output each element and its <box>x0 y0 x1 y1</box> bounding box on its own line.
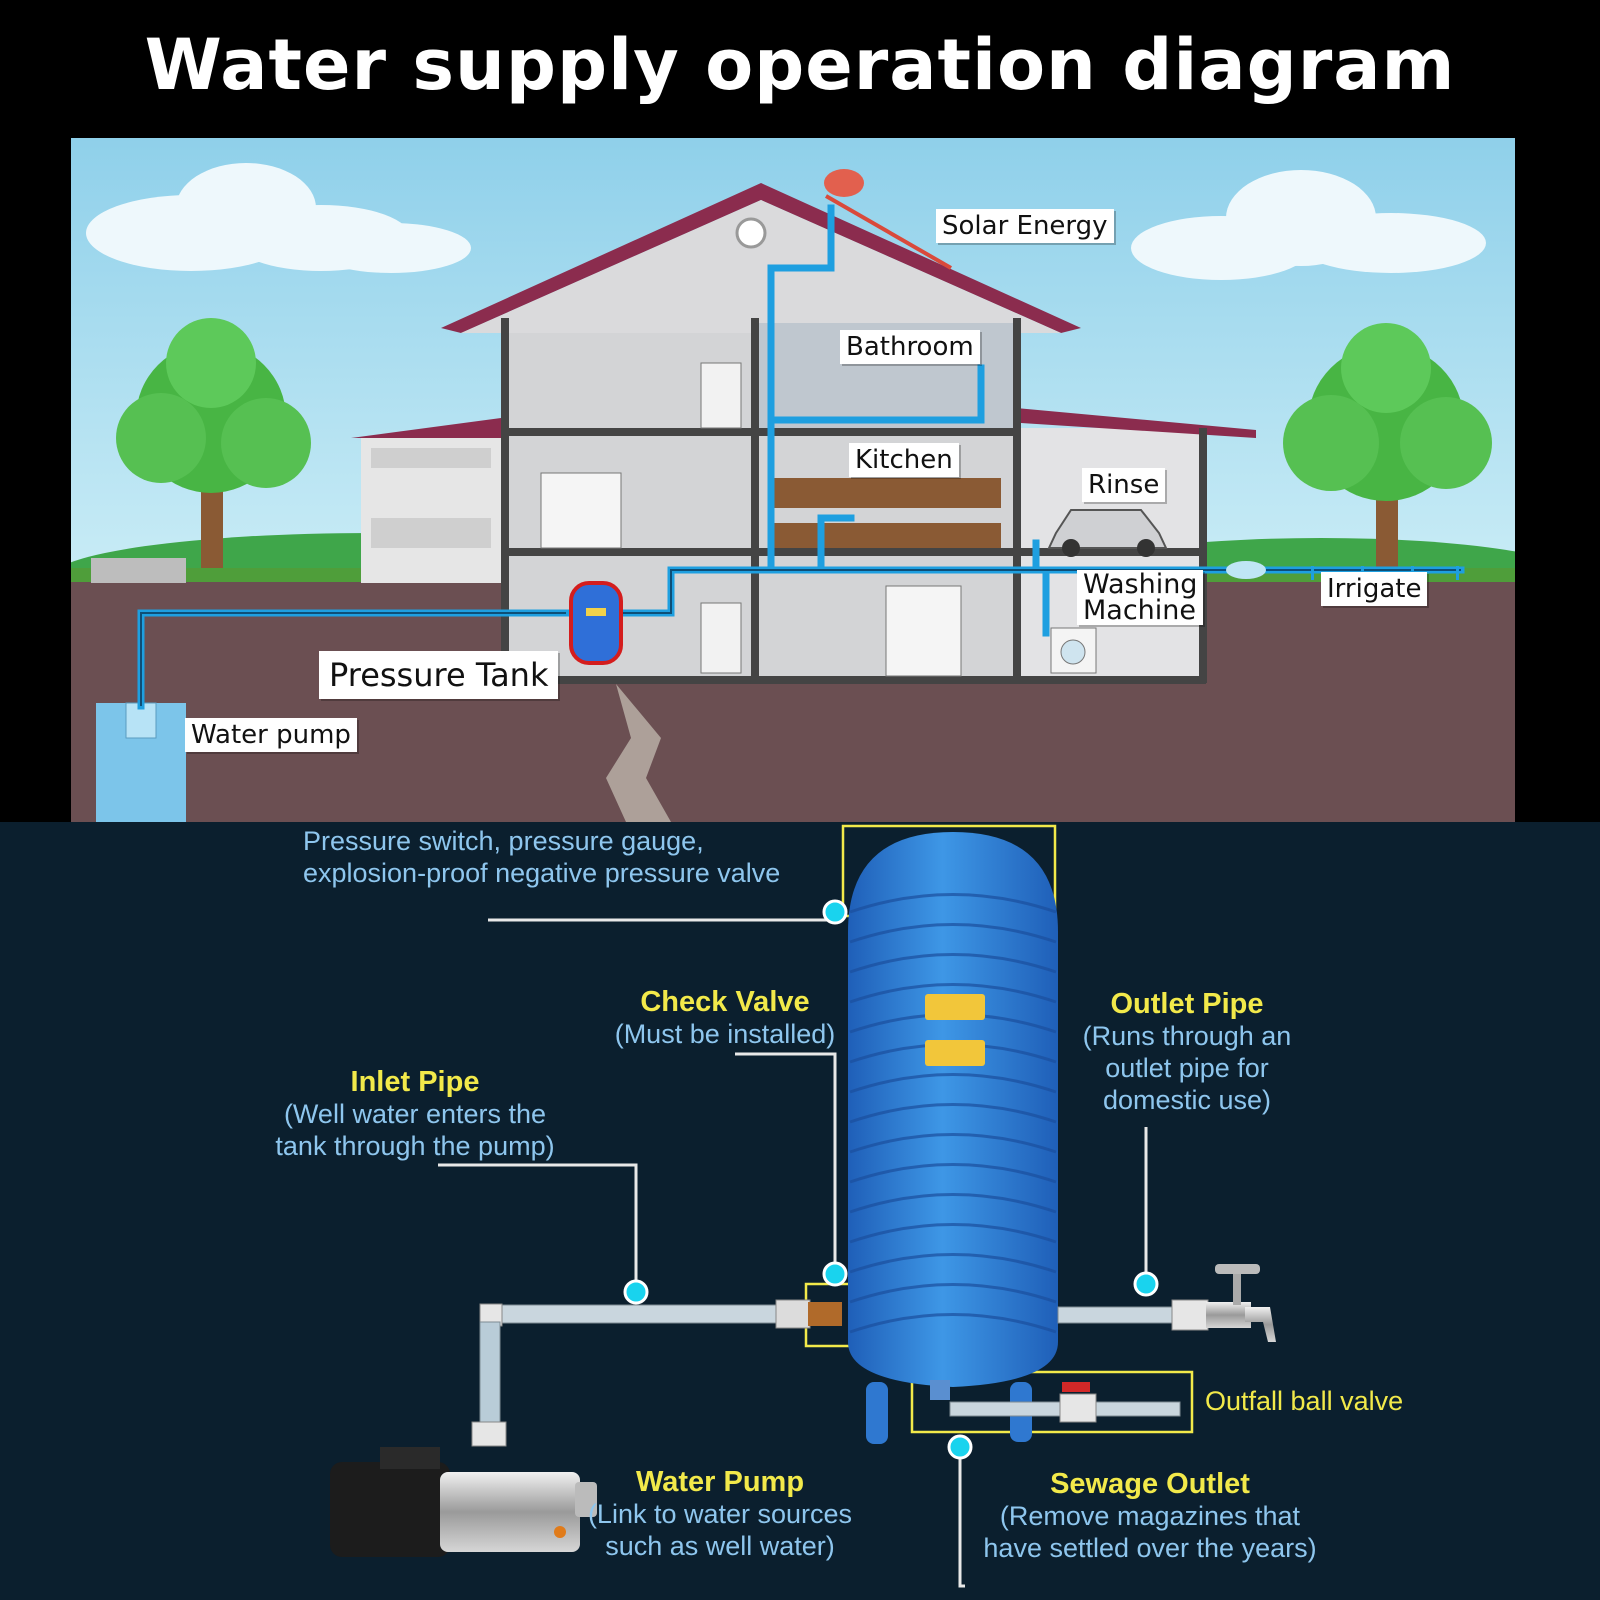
water-pump-title: Water Pump <box>635 1466 805 1498</box>
label-kitchen: Kitchen <box>849 443 959 477</box>
inlet-pipe-line2: tank through the pump) <box>275 1131 555 1162</box>
outlet-pipe-title: Outlet Pipe <box>1110 988 1264 1020</box>
label-washing-machine: Washing Machine <box>1077 569 1204 626</box>
callout-outlet-pipe: Outlet Pipe (Runs through an outlet pipe… <box>1052 987 1322 1117</box>
pressure-tank-illustration <box>848 832 1058 1444</box>
tree-left <box>116 318 311 568</box>
callout-pressure-switch-line1: Pressure switch, pressure gauge, <box>303 826 704 856</box>
outfall-ball-valve-illustration <box>930 1380 1181 1423</box>
callout-pressure-switch-line2: explosion-proof negative pressure valve <box>303 857 781 888</box>
callout-outfall-ball-valve: Outfall ball valve <box>1205 1386 1404 1416</box>
tank-detail-panel: Pressure switch, pressure gauge, explosi… <box>0 822 1600 1600</box>
check-valve-title: Check Valve <box>640 986 810 1018</box>
label-solar-energy: Solar Energy <box>936 209 1114 243</box>
pressure-tank-icon <box>569 581 623 665</box>
outlet-pipe-line3: domestic use) <box>1102 1084 1272 1115</box>
outlet-pipe-line1: (Runs through an <box>1082 1021 1292 1052</box>
label-rinse: Rinse <box>1082 468 1166 502</box>
inlet-pipe-line1: (Well water enters the <box>283 1099 547 1130</box>
sewage-outlet-line1: (Remove magazines that <box>999 1501 1301 1532</box>
label-pressure-tank: Pressure Tank <box>319 651 559 699</box>
callout-inlet-pipe: Inlet Pipe (Well water enters the tank t… <box>250 1065 580 1163</box>
callout-markers <box>623 899 1159 1460</box>
sewage-outlet-title: Sewage Outlet <box>1050 1468 1250 1500</box>
house-illustration: Solar Energy Bathroom Kitchen Rinse Wash… <box>71 138 1515 822</box>
label-irrigate: Irrigate <box>1321 572 1428 606</box>
callout-water-pump: Water Pump (Link to water sources such a… <box>570 1465 870 1563</box>
label-water-pump: Water pump <box>185 718 357 752</box>
check-valve-subtitle: (Must be installed) <box>614 1019 836 1050</box>
page-title: Water supply operation diagram <box>144 24 1456 106</box>
label-washing-machine-line1: Washing <box>1083 569 1198 600</box>
water-pump-icon <box>330 1447 597 1557</box>
label-bathroom: Bathroom <box>840 330 980 364</box>
water-pump-line1: (Link to water sources <box>587 1499 853 1530</box>
callout-check-valve: Check Valve (Must be installed) <box>590 985 860 1051</box>
cloud-right <box>1131 170 1486 280</box>
tree-right <box>1283 323 1492 568</box>
callout-sewage-outlet: Sewage Outlet (Remove magazines that hav… <box>960 1467 1340 1565</box>
label-washing-machine-line2: Machine <box>1083 594 1197 626</box>
sewage-outlet-line2: have settled over the years) <box>983 1533 1317 1564</box>
inlet-pipe-illustration <box>471 1299 842 1447</box>
callout-pressure-switch: Pressure switch, pressure gauge, explosi… <box>303 826 843 890</box>
outlet-pipe-line2: outlet pipe for <box>1105 1053 1269 1084</box>
water-pump-line2: such as well water) <box>605 1531 835 1562</box>
cloud-left <box>86 163 471 273</box>
faucet-icon <box>1057 1264 1276 1342</box>
inlet-pipe-title: Inlet Pipe <box>350 1066 480 1098</box>
